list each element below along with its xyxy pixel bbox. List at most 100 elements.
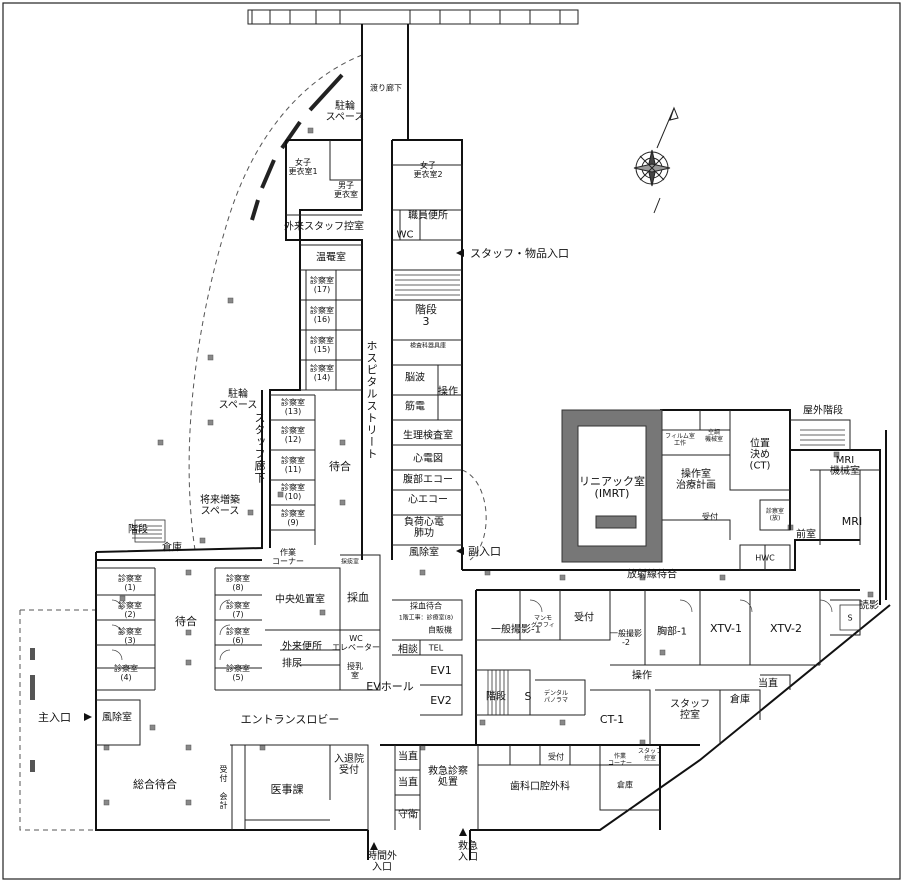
label-on-duty-2: 当直 xyxy=(398,777,418,789)
label-medical-affairs: 医事課 xyxy=(270,783,304,796)
compass-icon xyxy=(633,106,679,214)
label-radiology-waiting: 放射線待合 xyxy=(627,569,677,581)
label-operation: 操作 xyxy=(438,386,458,398)
label-women-locker-2: 女子 更衣室2 xyxy=(413,161,443,179)
label-eeg: 脳波 xyxy=(405,372,425,384)
site-markers xyxy=(30,127,874,806)
label-storage-left: 倉庫 xyxy=(162,542,182,554)
label-xtv-1: XTV-1 xyxy=(710,622,742,635)
label-hwc: HWC xyxy=(755,553,775,563)
label-dental-panorama: デンタル パノラマ xyxy=(543,690,569,704)
label-exam-12: 診察室 (12) xyxy=(281,426,305,444)
label-central-treatment: 中央処置室 xyxy=(275,594,325,606)
label-s-1: S xyxy=(524,690,532,703)
label-blood-note: 1階工事：診療室(8) xyxy=(398,614,454,622)
label-general-xray-1: 一般撮影-1 xyxy=(491,624,541,636)
linac-shielding xyxy=(561,409,663,563)
label-tel: TEL xyxy=(428,643,444,653)
main-entrance: 主入口 xyxy=(38,711,71,724)
label-ev1: EV1 xyxy=(430,664,452,677)
label-rad-exam: 診察室 (放) xyxy=(765,508,785,522)
label-exam-5: 診察室 (5) xyxy=(226,664,250,682)
label-vending: 自販機 xyxy=(428,625,452,635)
door-arcs xyxy=(111,599,833,661)
label-storage-3: 倉庫 xyxy=(730,694,750,706)
label-ct-1: CT-1 xyxy=(599,713,625,726)
label-exam-16: 診察室 (16) xyxy=(310,306,334,324)
label-s-2: S xyxy=(847,613,853,623)
dashed-outlines xyxy=(19,54,487,831)
label-abdominal-echo: 腹部エコー xyxy=(403,474,453,486)
label-consultation: 相談 xyxy=(398,644,418,656)
label-men-locker: 男子 更衣室 xyxy=(334,181,358,199)
label-exam-8: 診察室 (8) xyxy=(226,574,250,592)
label-dental-surgery: 歯科口腔外科 xyxy=(510,781,570,793)
label-security: 守衛 xyxy=(398,809,418,821)
label-mri: MRI xyxy=(841,515,863,528)
label-physiology-lab: 生理検査室 xyxy=(403,430,453,442)
side-entrance: 副入口 xyxy=(468,545,501,558)
label-cardiac-echo: 心エコー xyxy=(408,494,448,506)
label-rad-reception: 受付 xyxy=(702,512,718,522)
label-waiting-mid: 待合 xyxy=(329,460,351,473)
label-waiting-left: 待合 xyxy=(175,615,197,628)
label-storage-2: 倉庫 xyxy=(617,780,633,790)
label-nursing-room: 授乳 室 xyxy=(347,662,363,680)
label-outpatient-toilet: 外来便所 xyxy=(282,641,322,653)
label-wc: WC xyxy=(396,229,414,241)
label-control-planning: 操作室 治療計画 xyxy=(676,469,716,491)
label-general-xray-2: 一般撮影 -2 xyxy=(610,629,642,647)
label-hospital-street: ホスピタルストリート xyxy=(365,340,378,460)
label-bike-parking-top: 駐輪 スペース xyxy=(325,101,365,123)
label-ecg: 心電図 xyxy=(413,453,443,465)
label-emergency-treatment: 救急診察 処置 xyxy=(428,766,468,788)
walls xyxy=(95,24,891,860)
label-exam-17: 診察室 (17) xyxy=(310,276,334,294)
stairs xyxy=(132,274,861,715)
label-reading: 読影 xyxy=(859,600,879,612)
label-women-locker-1: 女子 更衣室1 xyxy=(288,158,318,176)
label-sputum-room: 採痰室 xyxy=(340,558,360,566)
label-wc-elevator: WC エレベーター xyxy=(332,634,380,652)
label-staff-room-2: スタッフ 控室 xyxy=(637,748,663,762)
label-bike-parking-left: 駐輪 スペース xyxy=(218,389,258,411)
after-hours-entrance: 時間外 入口 xyxy=(367,851,397,873)
label-outdoor-stair: 屋外階段 xyxy=(803,405,843,417)
label-blood-waiting: 採血待合 xyxy=(410,601,442,611)
label-exam-10: 診察室 (10) xyxy=(281,483,305,501)
label-on-duty-1: 当直 xyxy=(398,751,418,763)
label-work-corner: 作業 コーナー xyxy=(272,548,304,566)
label-exam-13: 診察室 (13) xyxy=(281,398,305,416)
label-corridor-top: 渡り廊下 xyxy=(370,83,402,93)
label-urine: 排尿 xyxy=(282,658,302,670)
label-exam-11: 診察室 (11) xyxy=(281,456,305,474)
label-entrance-lobby: エントランスロビー xyxy=(240,713,340,726)
top-building xyxy=(247,9,579,25)
label-on-duty-3: 当直 xyxy=(758,678,778,690)
label-stair-left: 階段 xyxy=(128,524,148,536)
label-exam-7: 診察室 (7) xyxy=(226,601,250,619)
label-exam-2: 診察室 (2) xyxy=(118,601,142,619)
label-outpatient-staff-room: 外来スタッフ控室 xyxy=(284,221,364,233)
label-admission: 入退院 受付 xyxy=(334,754,364,776)
label-stair-x: 階段 xyxy=(486,691,506,703)
label-xtv-2: XTV-2 xyxy=(770,622,802,635)
label-film-room: フィルム室 工作 xyxy=(665,433,695,447)
staff-goods-entrance: スタッフ・物品入口 xyxy=(470,247,569,260)
label-dental-reception: 受付 xyxy=(548,752,564,762)
label-exam-3: 診察室 (3) xyxy=(118,627,142,645)
label-emg: 筋電 xyxy=(405,401,425,413)
label-windbreak-side: 風除室 xyxy=(409,547,439,559)
room-partitions xyxy=(96,140,880,830)
label-xray-control: 操作 xyxy=(632,670,652,682)
label-exam-9: 診察室 (9) xyxy=(281,509,305,527)
label-stress-ecg: 負荷心電 肺功 xyxy=(404,517,444,539)
bike-parking-marks xyxy=(250,73,344,221)
label-mammography: マンモ グラフィ xyxy=(531,615,555,629)
label-xray-reception: 受付 xyxy=(574,612,594,624)
emergency-entrance: 救急 入口 xyxy=(458,841,478,863)
entrance-arrows xyxy=(84,249,467,850)
label-positioning-ct: 位置 決め (CT) xyxy=(749,438,771,472)
